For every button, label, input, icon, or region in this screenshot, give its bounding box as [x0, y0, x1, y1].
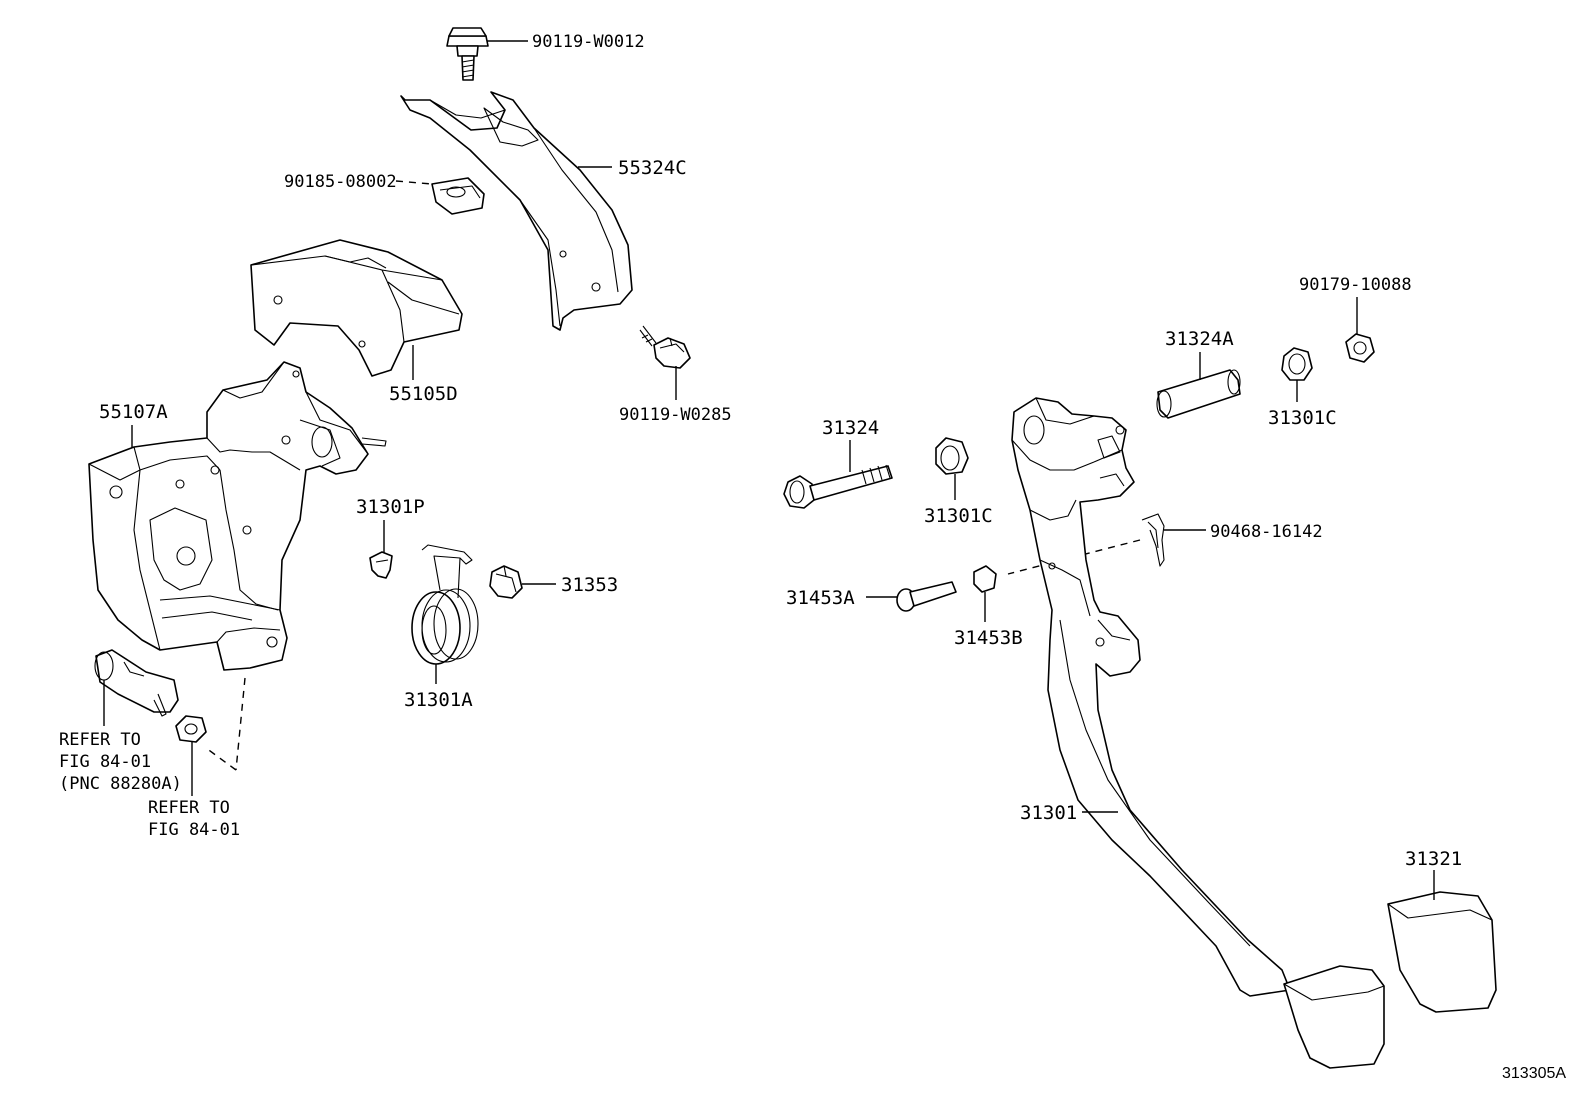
clip-nut-90185-08002-illustration — [431, 177, 485, 215]
switch-reference-line-1: REFER TO — [59, 730, 141, 750]
cap-31453b-illustration — [973, 565, 997, 593]
part-label-31321: 31321 — [1405, 848, 1462, 870]
bracket-55324c-illustration — [400, 91, 633, 331]
switch-reference-line-2: FIG 84-01 — [59, 752, 151, 772]
part-label-31301c-left: 31301C — [924, 505, 993, 527]
pedal-pad-on-arm-illustration — [1283, 965, 1385, 1069]
part-label-31353: 31353 — [561, 574, 618, 596]
pedal-arm-31301-illustration — [1011, 397, 1291, 997]
part-label-31301p: 31301P — [356, 496, 425, 518]
part-label-31301a: 31301A — [404, 689, 473, 711]
part-label-90179-10088: 90179-10088 — [1299, 275, 1412, 295]
nut-reference-line-1: REFER TO — [148, 798, 230, 818]
clip-31301p-illustration — [369, 551, 393, 579]
clip-90468-16142-illustration — [1141, 513, 1165, 567]
part-label-31324a: 31324A — [1165, 328, 1234, 350]
bracket-55107a-illustration — [88, 361, 387, 671]
bolt-31324-illustration — [783, 464, 893, 509]
part-label-90468-16142: 90468-16142 — [1210, 522, 1323, 542]
cover-55105d-illustration — [250, 239, 463, 377]
bushing-31353-illustration — [489, 565, 523, 599]
part-label-90119-w0012: 90119-W0012 — [532, 32, 645, 52]
part-label-55324c: 55324C — [618, 157, 687, 179]
bolt-90119-w0285-illustration — [639, 325, 691, 369]
pin-31453a-illustration — [896, 581, 957, 612]
collar-31324a-illustration — [1156, 369, 1241, 419]
part-label-31453a: 31453A — [786, 587, 855, 609]
bushing-31301c-left-illustration — [935, 437, 969, 475]
leader-90185-08002 — [395, 180, 433, 185]
part-label-31453b: 31453B — [954, 627, 1023, 649]
switch-nut-illustration — [175, 715, 207, 743]
bushing-31301c-right-illustration — [1281, 347, 1313, 381]
switch-nut-dashed-line-2 — [205, 747, 237, 771]
part-label-90185-08002: 90185-08002 — [284, 172, 397, 192]
part-label-55107a: 55107A — [99, 401, 168, 423]
pedal-pad-31321-illustration — [1387, 891, 1497, 1013]
spring-31301a-illustration — [411, 544, 479, 665]
part-label-31301c-right: 31301C — [1268, 407, 1337, 429]
clutch-switch-illustration — [94, 649, 179, 717]
nut-90179-10088-illustration — [1345, 333, 1375, 363]
part-label-90119-w0285: 90119-W0285 — [619, 405, 732, 425]
switch-reference-line-3: (PNC 88280A) — [59, 774, 182, 794]
part-label-31324: 31324 — [822, 417, 879, 439]
figure-id: 313305A — [1502, 1065, 1566, 1082]
switch-nut-dashed-line — [235, 677, 246, 771]
nut-reference-line-2: FIG 84-01 — [148, 820, 240, 840]
part-label-55105d: 55105D — [389, 383, 458, 405]
bolt-90119-w0012-illustration — [446, 27, 489, 81]
part-label-31301: 31301 — [1020, 802, 1077, 824]
